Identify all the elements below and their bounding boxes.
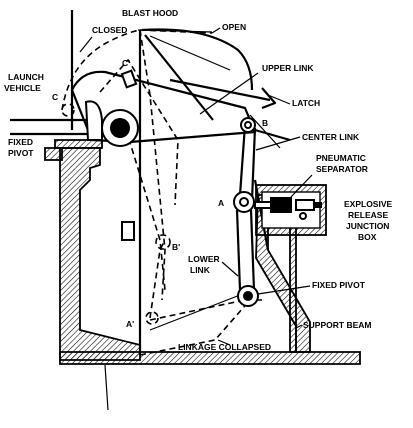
pivot-a-prime [145, 311, 159, 325]
leader-linkage-collapsed [217, 339, 231, 346]
label-launch-vehicle-1: LAUNCH [8, 72, 44, 82]
center-link-frame-2 [249, 114, 281, 149]
label-explosive-4: BOX [358, 232, 377, 242]
label-explosive-2: RELEASE [348, 210, 388, 220]
label-point-b: B [262, 118, 268, 128]
latch-arm [169, 78, 271, 102]
label-point-c: C [52, 92, 58, 102]
label-lower-link-1: LOWER [188, 254, 220, 264]
blast-hood-inner-line [149, 35, 231, 71]
blast-hood-open-outline [141, 28, 254, 91]
support-beam [59, 351, 361, 365]
lower-fixed-pivot-hub [243, 291, 253, 301]
fixed-pivot-base-plate [54, 139, 103, 149]
leader-upper-link [199, 72, 259, 115]
upper-link-closed-outline [99, 58, 179, 206]
pivot-a-hub [239, 197, 249, 207]
leader-lower-link [221, 261, 239, 277]
label-fixed-pivot-left-1: FIXED [8, 137, 33, 147]
label-fixed-pivot-right: FIXED PIVOT [312, 280, 366, 290]
collapsed-link-dashed [149, 239, 166, 319]
label-blast-hood: BLAST HOOD [122, 8, 178, 18]
hood-frame-slant [144, 34, 214, 121]
upper-fixed-pivot-hub [110, 118, 130, 138]
label-latch: LATCH [292, 98, 320, 108]
blast-hood-dashed-inner [139, 29, 213, 34]
lower-link-collapsed-dashed [149, 299, 262, 321]
leader-closed [79, 36, 93, 53]
label-closed: CLOSED [92, 25, 127, 35]
leader-pneumatic [289, 174, 313, 199]
pivot-b-prime [155, 234, 171, 250]
label-pneumatic-1: PNEUMATIC [316, 153, 366, 163]
left-support-flange [44, 147, 63, 161]
pneumatic-separator-body [270, 197, 292, 213]
blast-hood-closed-rear [139, 29, 166, 301]
center-link-frame-1 [254, 128, 291, 142]
latch-block-c-prime [120, 69, 138, 89]
pivot-b-hub [244, 121, 252, 129]
leader-fixed-pivot [257, 285, 311, 295]
attach-lug [84, 100, 103, 141]
latch-hook [261, 87, 277, 110]
label-point-c-prime: C' [122, 58, 130, 68]
upper-link-bar-2 [250, 127, 257, 201]
label-lower-link-2: LINK [190, 265, 211, 275]
side-bracket [121, 221, 135, 241]
leader-center-link [255, 136, 301, 151]
lower-link-diagonal [149, 294, 241, 331]
lower-link-bar-2 [249, 209, 256, 291]
label-pneumatic-2: SEPARATOR [316, 164, 368, 174]
pneumatic-separator-rod [254, 201, 272, 209]
pneumatic-fitting [299, 212, 307, 220]
explosive-connector-end [314, 202, 322, 208]
label-fixed-pivot-left-2: PIVOT [8, 148, 34, 158]
pivot-c-dashed [61, 103, 75, 117]
label-explosive-3: JUNCTION [346, 221, 389, 231]
upper-link-bar [238, 124, 247, 196]
label-point-b-prime: B' [172, 242, 180, 252]
label-open: OPEN [222, 22, 246, 32]
linkage-collapsed-base [139, 299, 251, 356]
leader-support-beam [295, 324, 303, 329]
label-upper-link: UPPER LINK [262, 63, 314, 73]
label-linkage-collapsed: LINKAGE COLLAPSED [178, 342, 271, 352]
label-explosive-1: EXPLOSIVE [344, 199, 393, 209]
label-support-beam: SUPPORT BEAM [303, 320, 371, 330]
leader-latch [267, 94, 291, 105]
explosive-connector [295, 199, 315, 211]
lower-link-bar [235, 209, 242, 291]
label-point-a-prime: A' [126, 319, 134, 329]
vehicle-bottom-outline [104, 364, 109, 411]
upper-link-plate [70, 70, 257, 144]
blast-hood-closed-outline [61, 29, 141, 111]
upper-link-closed-arm [119, 109, 166, 291]
label-launch-vehicle-2: VEHICLE [4, 83, 41, 93]
leader-open [211, 27, 221, 34]
label-center-link: CENTER LINK [302, 132, 360, 142]
label-point-a: A [218, 198, 224, 208]
